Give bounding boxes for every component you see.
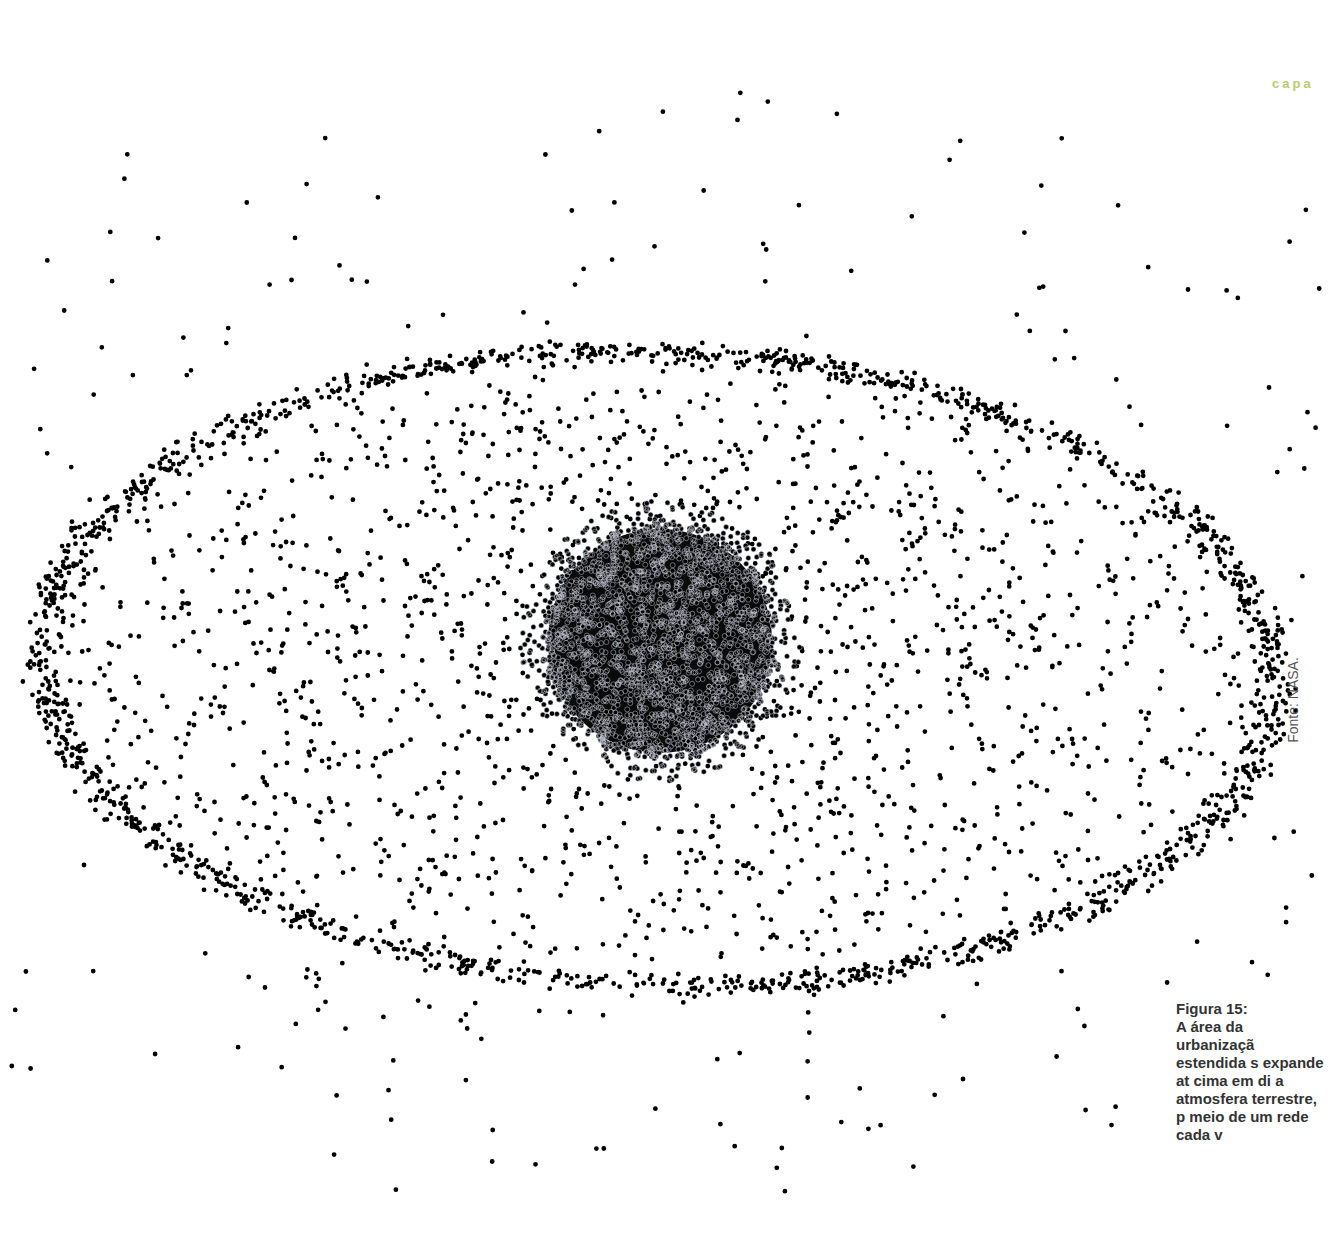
- figure-number: Figura 15:: [1176, 1000, 1324, 1018]
- geo-ring-debris: [21, 339, 1299, 1005]
- figure-caption: A área da urbanizaçã estendida s expande…: [1176, 1018, 1324, 1144]
- leo-debris-cloud: [518, 499, 802, 783]
- section-tag: capa: [1272, 76, 1314, 91]
- scattered-debris: [9, 90, 1321, 1193]
- source-credit: Fonte: NASA.: [1285, 657, 1301, 743]
